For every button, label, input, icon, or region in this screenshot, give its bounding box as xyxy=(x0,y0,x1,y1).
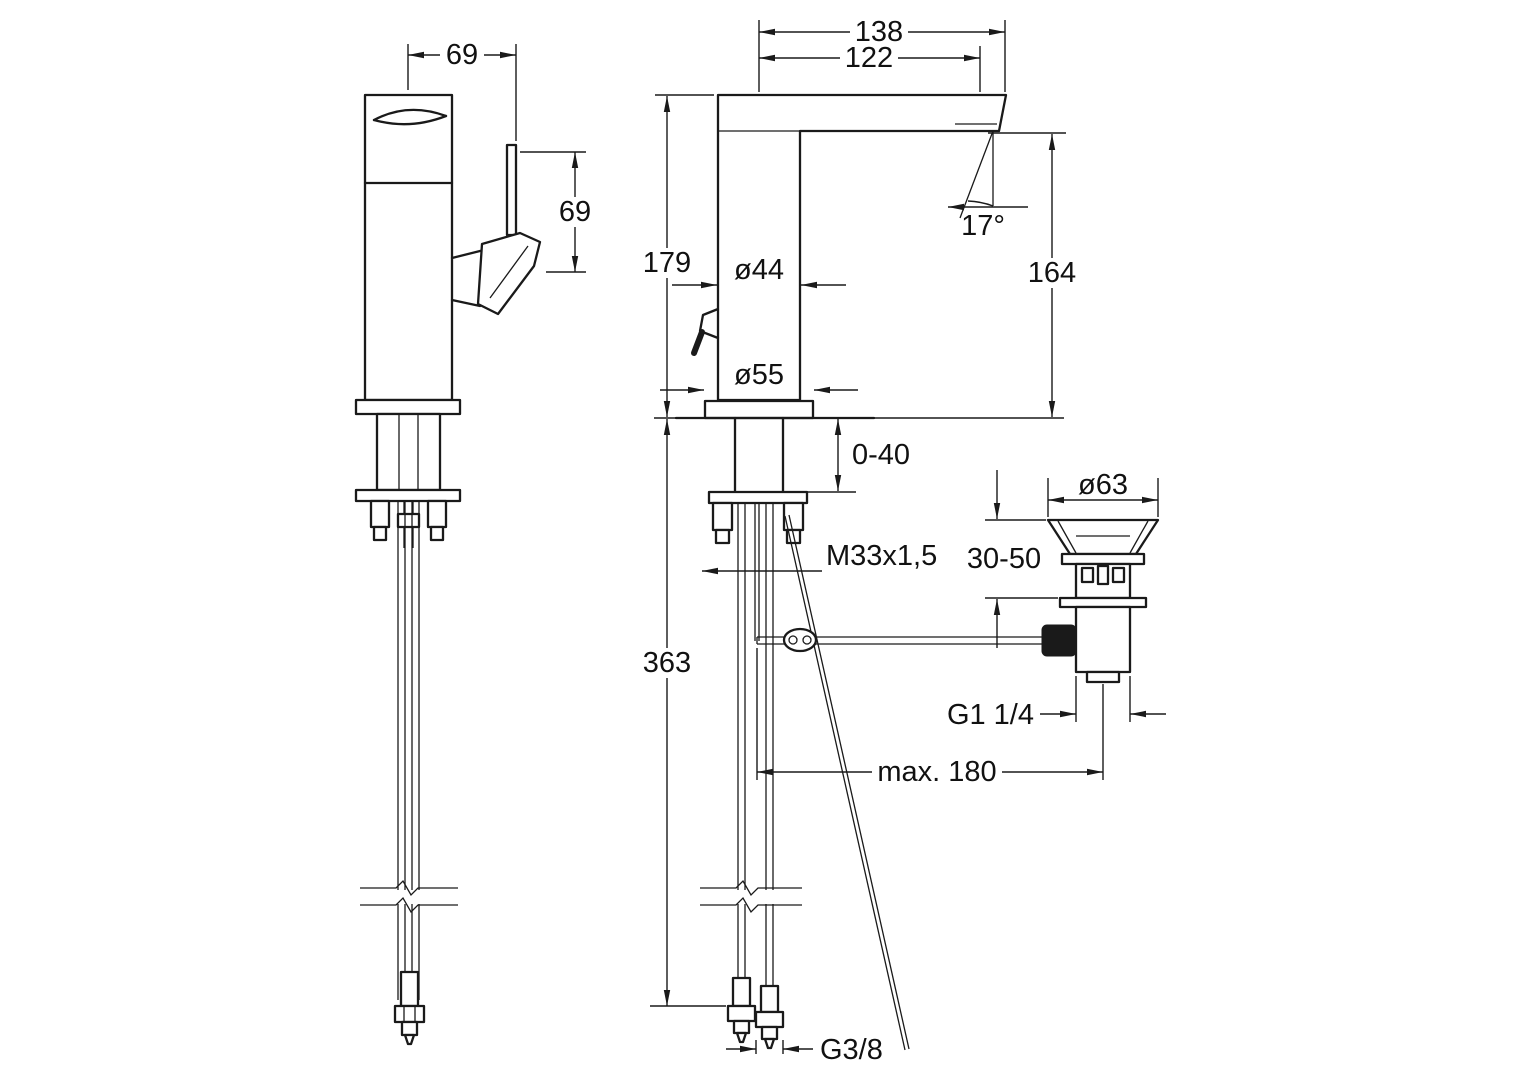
dim-hose-length: 363 xyxy=(636,419,726,1007)
mounting-hardware-side xyxy=(354,398,462,548)
dim-handle-69: 69 xyxy=(520,151,597,273)
handle-rod xyxy=(505,143,518,237)
dim-width-69: 69 xyxy=(407,39,517,141)
dim-text-height-overall: 179 xyxy=(643,247,691,279)
dim-text-spout-height: 164 xyxy=(1028,257,1076,289)
side-view: 69 69 xyxy=(354,39,597,1046)
dim-text-rod-reach: max. 180 xyxy=(877,756,996,788)
handle-lever xyxy=(476,231,542,316)
dim-waste-thread: G1 1/4 xyxy=(947,676,1166,731)
mounting-hardware-front xyxy=(707,416,809,545)
dim-text-base-diameter: ø55 xyxy=(734,359,784,391)
dim-text-flange-diameter: ø63 xyxy=(1078,469,1128,501)
waste-assembly: ø63 30-50 G1 1/4 xyxy=(947,469,1166,731)
dim-text-spout-reach: 122 xyxy=(845,42,893,74)
rod-clamp xyxy=(782,627,818,653)
break-line xyxy=(700,879,802,897)
dim-flange-diameter: ø63 xyxy=(1047,469,1159,517)
faucet-side-outline xyxy=(363,93,542,402)
dim-height-overall: 179 xyxy=(636,94,714,419)
dim-spout-overall: 138 xyxy=(758,16,1006,92)
waste-outline xyxy=(1041,518,1160,684)
dim-text-handle-length: 69 xyxy=(559,196,591,228)
pull-rod-diagonal xyxy=(784,515,906,1051)
dim-text-hose-length: 363 xyxy=(643,647,691,679)
dim-text-body-diameter: ø44 xyxy=(734,254,784,286)
dim-text-spout-overall: 138 xyxy=(855,16,903,48)
dim-text-spray-angle: 17° xyxy=(961,210,1005,242)
faucet-front-outline xyxy=(674,93,1064,420)
dim-text-waste-thread: G1 1/4 xyxy=(947,699,1034,731)
break-line xyxy=(700,896,802,914)
dim-text-deck-thickness: 0-40 xyxy=(852,439,910,471)
dim-text-install-depth: 30-50 xyxy=(967,543,1041,575)
dim-rod-reach: max. 180 xyxy=(756,648,1104,788)
handle-front xyxy=(698,307,720,340)
dim-spout-height: 164 xyxy=(988,132,1083,417)
hose-fittings-front xyxy=(700,879,802,1050)
dim-deck-thickness: 0-40 xyxy=(807,419,910,493)
rod-knob xyxy=(1041,624,1077,657)
dim-mounting-thread: M33x1,5 xyxy=(702,540,937,575)
dim-body-diameter: ø44 xyxy=(672,254,846,289)
dim-supply-thread: G3/8 xyxy=(726,1034,883,1066)
dim-install-depth: 30-50 xyxy=(967,470,1058,648)
supply-hoses-side xyxy=(360,501,460,1046)
dim-base-diameter: ø55 xyxy=(660,359,858,394)
spray-angle: 17° xyxy=(948,130,1028,242)
break-line xyxy=(360,896,458,914)
pop-up-rod xyxy=(754,503,1046,1051)
front-view: 17° xyxy=(636,16,1104,1066)
dim-text-mounting-thread: M33x1,5 xyxy=(826,540,937,572)
dim-spout-reach: 122 xyxy=(759,42,981,92)
dim-text-supply-thread: G3/8 xyxy=(820,1034,883,1066)
dim-text-width-to-handle: 69 xyxy=(446,39,478,71)
break-line xyxy=(360,879,458,897)
